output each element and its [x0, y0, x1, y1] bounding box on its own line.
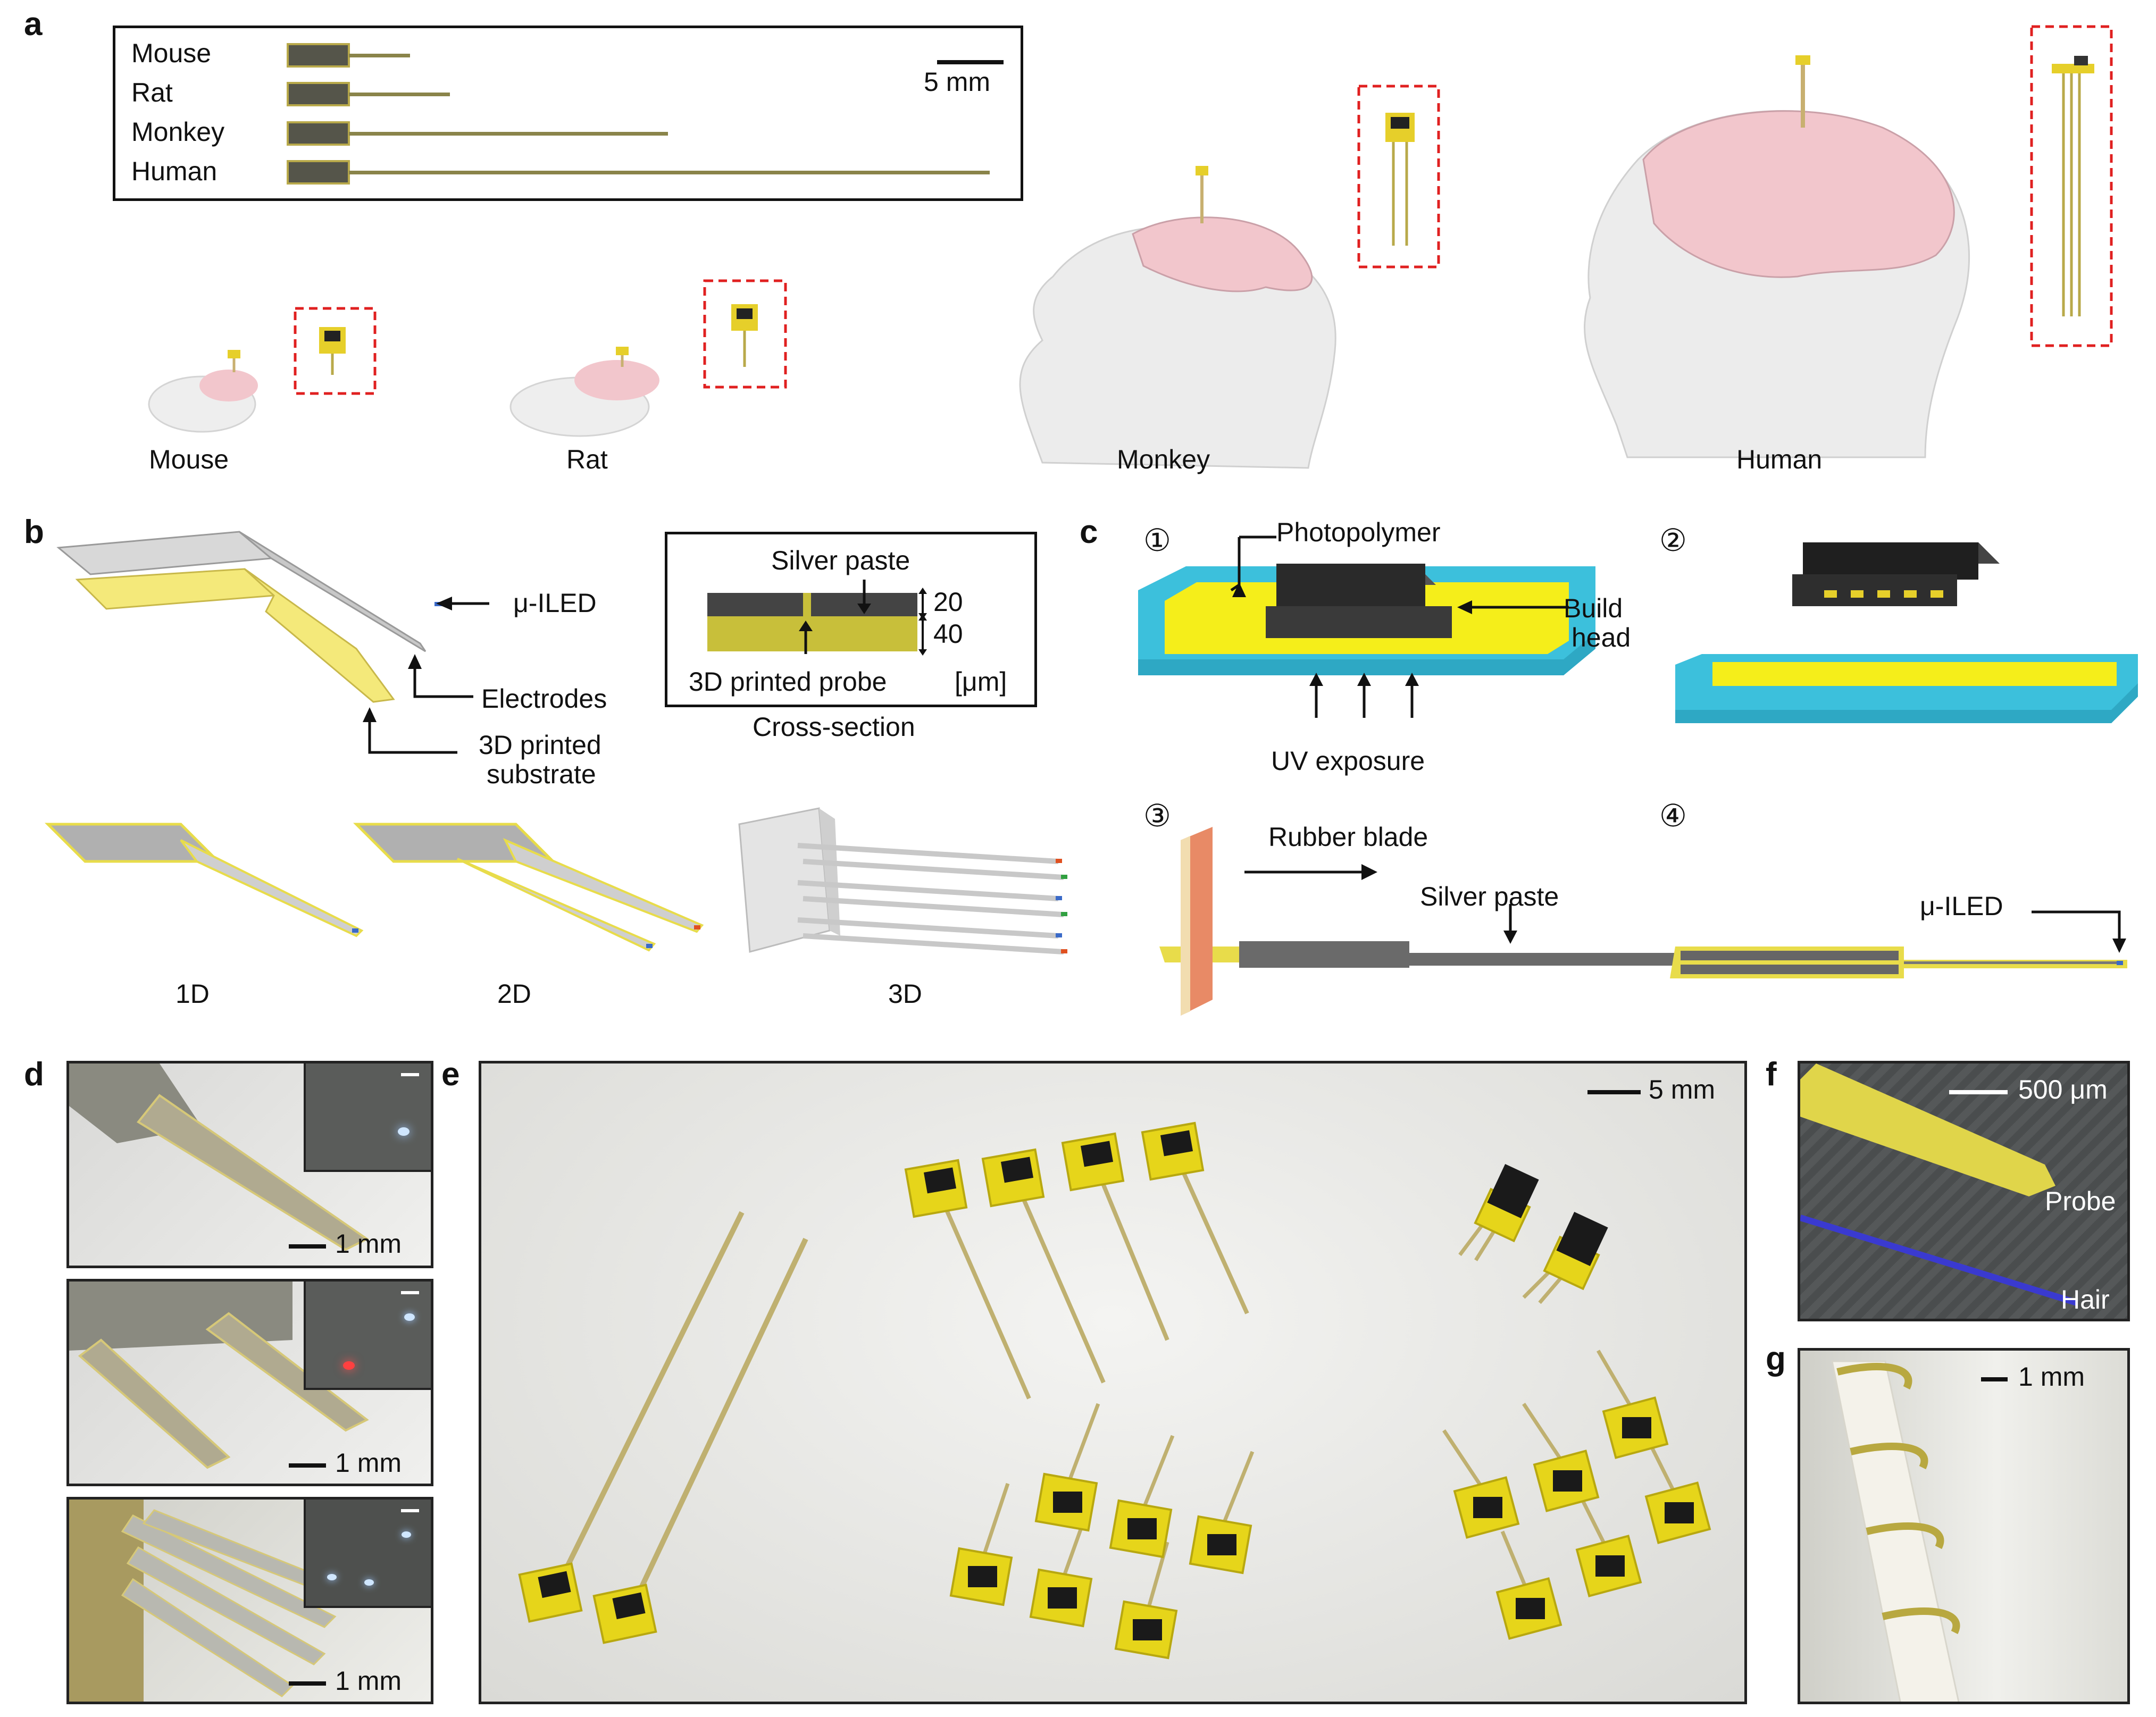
- probe-heads: [518, 1121, 1711, 1660]
- probe-connectors: [538, 1130, 1694, 1640]
- mouse-probe-bar: [287, 43, 410, 68]
- cross-section-diagram: [707, 580, 927, 656]
- label-1d: 1D: [176, 979, 210, 1009]
- probe-exploded-view: [56, 531, 445, 703]
- xs-caption: Cross-section: [753, 712, 915, 742]
- label-2d: 2D: [497, 979, 531, 1009]
- label-build-head-1: Build: [1564, 593, 1623, 623]
- step1-build-head: [1266, 564, 1452, 638]
- step-3-marker: ③: [1143, 799, 1171, 833]
- label-photopolymer: Photopolymer: [1276, 517, 1441, 547]
- label-substrate-2: substrate: [487, 759, 596, 789]
- xs-20: 20: [933, 587, 963, 617]
- label-electrodes: Electrodes: [481, 684, 607, 714]
- rat-probe-callout: [703, 279, 787, 389]
- step4-finished-probe: [1670, 947, 2127, 978]
- probe-dimension-drawings: [44, 807, 1067, 954]
- label-build-head-2: head: [1572, 623, 1631, 652]
- step2-vat: [1675, 654, 2138, 723]
- panel-label-e: e: [441, 1056, 460, 1093]
- inset-d-2: [304, 1282, 431, 1390]
- inset-scale-bar: [937, 60, 1004, 64]
- rat-head-illustration: [509, 347, 659, 437]
- panel-label-f: f: [1766, 1056, 1777, 1093]
- probe-collection-drawing: [518, 1121, 1711, 1660]
- inset-row-rat: Rat: [131, 78, 173, 107]
- label-rubber-blade: Rubber blade: [1268, 822, 1428, 852]
- panel-label-a: a: [24, 6, 43, 43]
- panel-label-b: b: [24, 514, 44, 550]
- xs-unit: [μm]: [955, 667, 1007, 697]
- mouse-probe-callout: [294, 307, 377, 395]
- step-1-marker: ①: [1143, 523, 1171, 558]
- panel-label-g: g: [1766, 1341, 1786, 1377]
- label-uiled-c: μ-ILED: [1920, 891, 2003, 921]
- species-label-human: Human: [1736, 445, 1823, 474]
- step3-squeegee: [1159, 827, 1697, 1016]
- rat-probe-bar: [287, 82, 450, 106]
- human-probe-bar: [287, 160, 990, 185]
- probe-1d-drawing: [44, 823, 364, 937]
- label-uv-exposure: UV exposure: [1271, 746, 1425, 776]
- probe-length-inset: Mouse Rat Monkey Human 5 mm: [113, 26, 1023, 201]
- inset-d-3: [304, 1500, 431, 1608]
- probe-3d-drawing: [738, 807, 1067, 954]
- medium-probes: [934, 1148, 1249, 1400]
- monkey-probe-callout: [1357, 85, 1440, 269]
- label-hair: Hair: [2061, 1285, 2110, 1314]
- scale-d-2: 1 mm: [335, 1448, 402, 1478]
- step-4-marker: ④: [1659, 799, 1687, 833]
- photo-g-probe-wrapped: 1 mm: [1798, 1348, 2130, 1704]
- fabrication-diagrams: [1138, 535, 2138, 1016]
- monkey-head-illustration: [1019, 166, 1336, 469]
- species-label-mouse: Mouse: [149, 445, 229, 474]
- inset-scale-label: 5 mm: [924, 67, 990, 97]
- human-head-illustration: [1584, 55, 1970, 458]
- species-label-rat: Rat: [566, 445, 608, 474]
- monkey-probe-bar: [287, 121, 668, 146]
- mouse-head-illustration: [148, 350, 258, 433]
- label-silver-paste: Silver paste: [1420, 882, 1559, 911]
- photo-d-3d-probe: 1 mm: [66, 1497, 433, 1704]
- panel-b-arrows: [363, 597, 489, 754]
- species-illustrations: [148, 25, 2113, 469]
- xs-probe-label: 3D printed probe: [689, 667, 887, 697]
- photo-f-probe-vs-hair: 500 μm Probe Hair: [1798, 1061, 2130, 1321]
- scale-d-1: 1 mm: [335, 1229, 402, 1259]
- probe-2d-drawing: [353, 823, 704, 952]
- cross-section-box: Silver paste 20 40 3D printed probe [μm]: [665, 532, 1037, 707]
- label-probe: Probe: [2045, 1186, 2116, 1216]
- scale-g: 1 mm: [2018, 1362, 2085, 1392]
- photo-d-1d-probe: 1 mm: [66, 1061, 433, 1268]
- step-2-marker: ②: [1659, 523, 1687, 558]
- inset-row-monkey: Monkey: [131, 117, 225, 147]
- xs-40: 40: [933, 619, 963, 649]
- human-probe-callout: [2030, 25, 2113, 347]
- long-probes: [553, 1211, 808, 1613]
- electrode-layer: [56, 531, 427, 652]
- label-substrate-1: 3D printed: [479, 730, 601, 760]
- probe-length-bars: [287, 43, 990, 185]
- xs-silver-label: Silver paste: [771, 546, 910, 575]
- photo-d-2d-probe: 1 mm: [66, 1279, 433, 1486]
- inset-d-1: [304, 1063, 431, 1172]
- species-label-monkey: Monkey: [1117, 445, 1210, 474]
- label-3d: 3D: [888, 979, 922, 1009]
- photo-e-probe-collection: 5 mm: [479, 1061, 1747, 1704]
- panel-label-d: d: [24, 1056, 44, 1093]
- panel-label-c: c: [1080, 514, 1098, 550]
- inset-row-mouse: Mouse: [131, 38, 212, 68]
- step2-build-head: [1792, 542, 2000, 606]
- scale-d-3: 1 mm: [335, 1666, 402, 1696]
- inset-row-human: Human: [131, 156, 218, 186]
- label-uiled: μ-ILED: [513, 588, 597, 618]
- scale-e: 5 mm: [1649, 1075, 1715, 1104]
- scale-f: 500 μm: [2018, 1075, 2108, 1104]
- substrate-layer: [75, 568, 395, 703]
